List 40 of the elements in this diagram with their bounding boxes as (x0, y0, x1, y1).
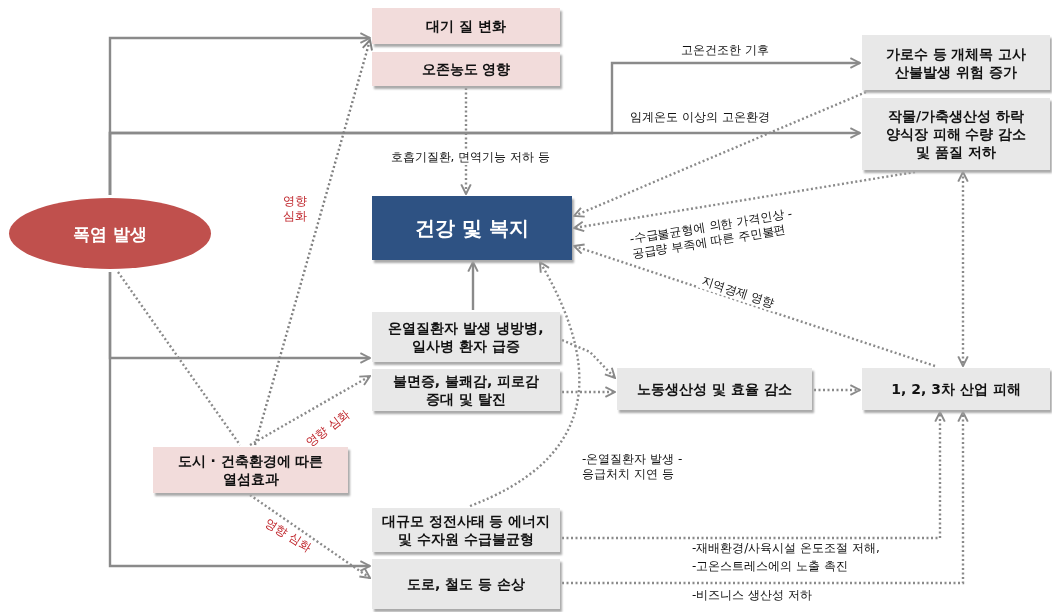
note-text: -재배환경/사육시설 온도조절 저해, (690, 540, 882, 556)
impact-box: 불면증, 불쾌감, 피로감 증대 및 탈진 (372, 369, 560, 411)
arrow (573, 90, 867, 218)
note-text: -고온스트레스에의 노출 촉진 (690, 558, 850, 574)
arrow (814, 384, 861, 396)
arrow (469, 261, 581, 508)
arrow (562, 386, 616, 398)
arrow (253, 39, 373, 446)
connector-line (117, 271, 241, 446)
note-text: -비즈니스 생산성 저하 (690, 587, 814, 603)
arrow (108, 272, 371, 572)
edge-label: -온열질환자 발생 -응급처치 지연 등 (581, 451, 684, 482)
event-ellipse: 폭염 발생 (8, 197, 212, 270)
arrow (460, 88, 472, 195)
arrow (957, 171, 969, 367)
impact-box: 대규모 정전사태 등 에너지 및 수자원 수급불균형 (372, 508, 560, 552)
edge-label: 호흡기질환, 면역기능 저하 등 (388, 149, 552, 165)
impact-box: 가로수 등 개체목 고사 산불발생 위험 증가 (862, 35, 1050, 90)
factor-box: 도시 · 건축환경에 따른 열섬효과 (153, 447, 348, 493)
arrow (108, 127, 861, 195)
arrow (561, 338, 616, 379)
edge-label: 영향 심화 (261, 513, 315, 557)
edge-label: 영향 심화 (282, 194, 308, 224)
factor-box: 대기 질 변화 (372, 8, 560, 44)
impact-box: 온열질환자 발생 냉방병, 일사병 환자 급증 (372, 312, 560, 362)
impact-box: 노동생산성 및 효율 감소 (617, 368, 812, 410)
arrow (562, 411, 969, 585)
edge-label: 임계온도 이상의 고온환경 (628, 109, 772, 125)
arrow (467, 261, 479, 310)
edge-label: 고온건조한 기후 (679, 42, 771, 58)
impact-box: 도로, 철도 등 손상 (372, 559, 560, 609)
center-box: 건강 및 복지 (372, 196, 572, 260)
factor-box: 오존농도 영향 (372, 52, 560, 86)
arrow (249, 374, 371, 447)
arrow (249, 494, 371, 579)
arrow (562, 411, 946, 540)
arrow (573, 243, 936, 368)
arrow (573, 170, 916, 233)
impact-box: 1, 2, 3차 산업 피해 (862, 368, 1050, 410)
impact-box: 작물/가축생산성 하락 양식장 피해 수량 감소 및 품질 저하 (862, 98, 1050, 170)
